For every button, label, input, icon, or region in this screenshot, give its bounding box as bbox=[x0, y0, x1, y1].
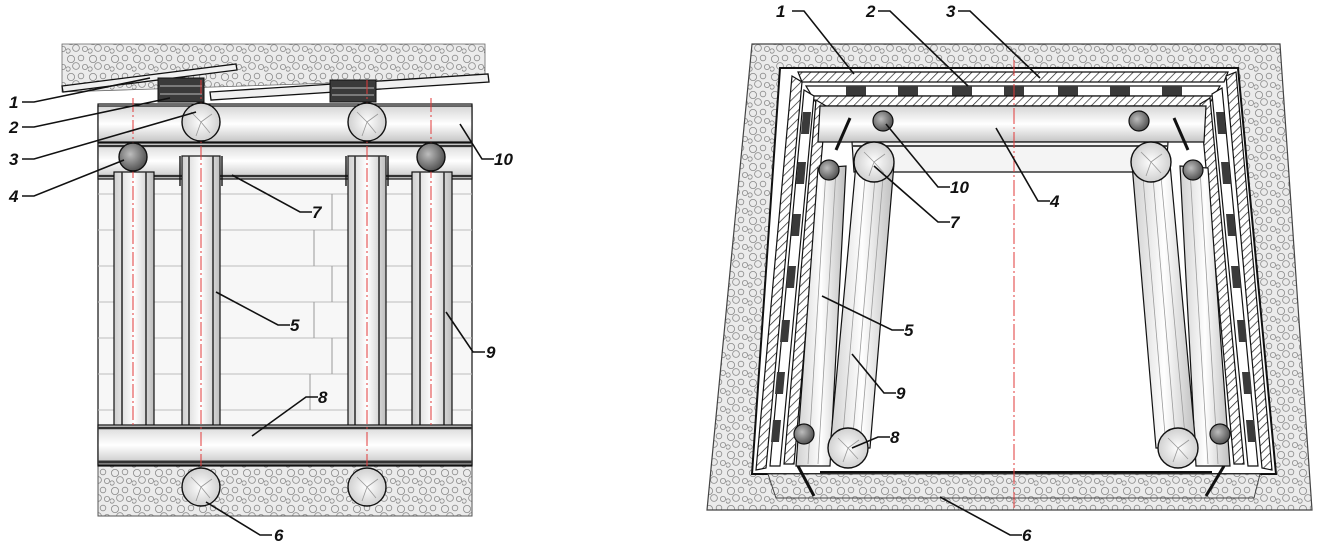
left-log-end-bottom-2 bbox=[347, 467, 387, 507]
right-callout-4: 4 bbox=[1049, 192, 1060, 211]
right-log-end-top-left bbox=[853, 141, 895, 183]
left-callout-1: 1 bbox=[9, 93, 18, 112]
left-crossbar-upper bbox=[97, 142, 473, 180]
right-callout-5: 5 bbox=[904, 321, 914, 340]
right-bolt-end-mid-1 bbox=[818, 159, 840, 181]
right-post-grain bbox=[807, 165, 1219, 465]
left-callout-9: 9 bbox=[486, 343, 496, 362]
right-log-end-bottom-right bbox=[1157, 427, 1199, 469]
left-callout-3: 3 bbox=[9, 150, 19, 169]
right-left-lagging-blocks bbox=[771, 112, 811, 442]
left-rock-floor bbox=[97, 465, 473, 517]
right-callout-7: 7 bbox=[950, 213, 961, 232]
right-top-cap-beam bbox=[817, 105, 1207, 143]
left-callout-2: 2 bbox=[8, 118, 19, 137]
left-log-end-top-1 bbox=[181, 102, 221, 142]
right-left-hatch-inner bbox=[783, 98, 827, 465]
right-top-hatch-outer bbox=[797, 71, 1229, 83]
left-log-end-top-2 bbox=[347, 102, 387, 142]
left-callout-10: 10 bbox=[494, 150, 513, 169]
right-bolt-end-top-2 bbox=[1128, 110, 1150, 132]
left-callout-6: 6 bbox=[274, 526, 284, 545]
right-callout-9: 9 bbox=[896, 384, 906, 403]
right-bolt-end-mid-2 bbox=[1182, 159, 1204, 181]
right-leader-lines bbox=[792, 10, 1050, 536]
left-leader-lines bbox=[22, 77, 494, 536]
left-section-view: 1 2 3 4 5 6 7 8 9 10 bbox=[8, 43, 513, 545]
right-callout-10: 10 bbox=[950, 178, 969, 197]
left-wedge-block-1 bbox=[157, 77, 205, 103]
right-shaft-recess bbox=[767, 473, 1261, 499]
right-perspective-view: 1 2 3 4 5 6 7 8 9 10 bbox=[706, 2, 1313, 545]
left-lagging-joints bbox=[309, 194, 333, 410]
right-right-hatch-inner bbox=[1199, 96, 1245, 465]
left-callout-4: 4 bbox=[8, 187, 19, 206]
right-right-hatch-outer bbox=[1225, 71, 1273, 471]
left-bottom-sill-beam bbox=[97, 424, 473, 466]
left-post-outer-2 bbox=[411, 171, 453, 427]
right-callout-1: 1 bbox=[776, 2, 785, 21]
right-callout-6: 6 bbox=[1022, 526, 1032, 545]
left-top-cap-beam bbox=[97, 105, 473, 143]
left-post-outer-1 bbox=[113, 171, 155, 427]
right-left-hatch-outer bbox=[755, 74, 803, 471]
left-callout-7: 7 bbox=[312, 203, 323, 222]
left-callout-5: 5 bbox=[290, 316, 300, 335]
right-callout-8: 8 bbox=[890, 428, 900, 447]
right-callout-2: 2 bbox=[865, 2, 876, 21]
left-bolt-end-2 bbox=[416, 142, 446, 172]
left-log-end-bottom-1 bbox=[181, 467, 221, 507]
left-wedge-block-2 bbox=[329, 79, 377, 103]
right-log-end-bottom-left bbox=[827, 427, 869, 469]
right-callout-3: 3 bbox=[946, 2, 956, 21]
right-bolt-end-low-1 bbox=[793, 423, 815, 445]
right-log-end-top-right bbox=[1130, 141, 1172, 183]
right-top-hatch-inner bbox=[810, 95, 1216, 107]
left-callout-8: 8 bbox=[318, 388, 328, 407]
right-right-lagging-blocks bbox=[1216, 112, 1256, 442]
right-bolt-end-low-2 bbox=[1209, 423, 1231, 445]
left-bolt-end-1 bbox=[118, 142, 148, 172]
